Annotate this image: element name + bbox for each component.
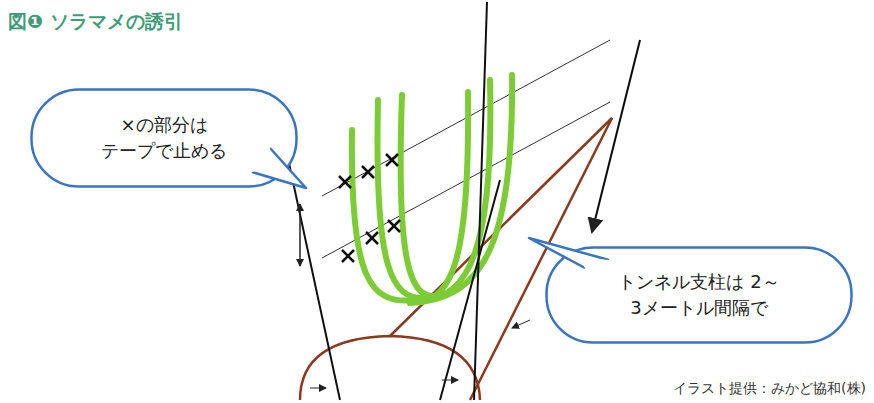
credit-caption: イラスト提供：みかど協和(株) <box>673 380 866 398</box>
bubble-outline <box>30 88 298 188</box>
bubble-outline <box>545 246 853 344</box>
speech-bubble: ×の部分は テープで止める <box>30 88 298 188</box>
tape-mark <box>339 154 400 262</box>
dimension-arrow <box>300 204 530 388</box>
figure-title: 図❶ ソラマメの誘引 <box>8 9 183 35</box>
bubble-text: ×の部分は テープで止める <box>79 112 249 164</box>
fava-plant <box>352 75 512 303</box>
speech-bubble: トンネル支柱は 2～3メートル間隔で <box>545 246 853 344</box>
bubble-text: トンネル支柱は 2～3メートル間隔で <box>584 269 814 321</box>
